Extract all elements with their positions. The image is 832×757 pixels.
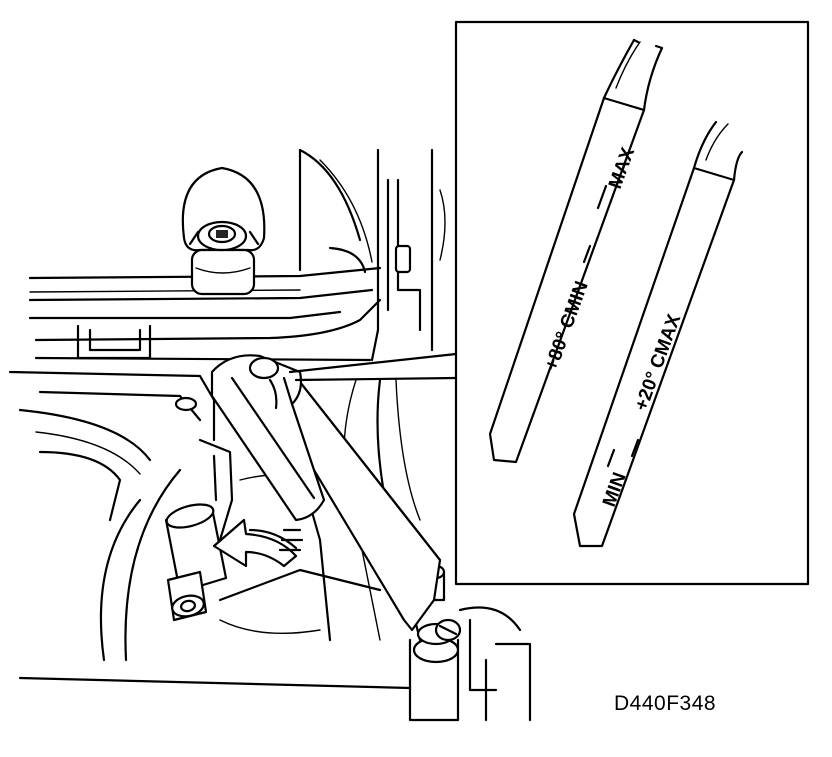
fill-plug-cap bbox=[181, 166, 266, 296]
callout-pointer bbox=[288, 352, 458, 382]
curved-arrow-icon bbox=[212, 518, 304, 568]
dipstick-tube-tool bbox=[210, 354, 442, 632]
inset-detail-box: MAX +80° CMIN +20° CMAX MIN bbox=[454, 20, 810, 586]
figure-code: D440F348 bbox=[614, 692, 717, 715]
lower-assembly bbox=[8, 370, 422, 690]
transmission-housing bbox=[28, 148, 446, 362]
bottom-right-fittings bbox=[408, 564, 532, 722]
